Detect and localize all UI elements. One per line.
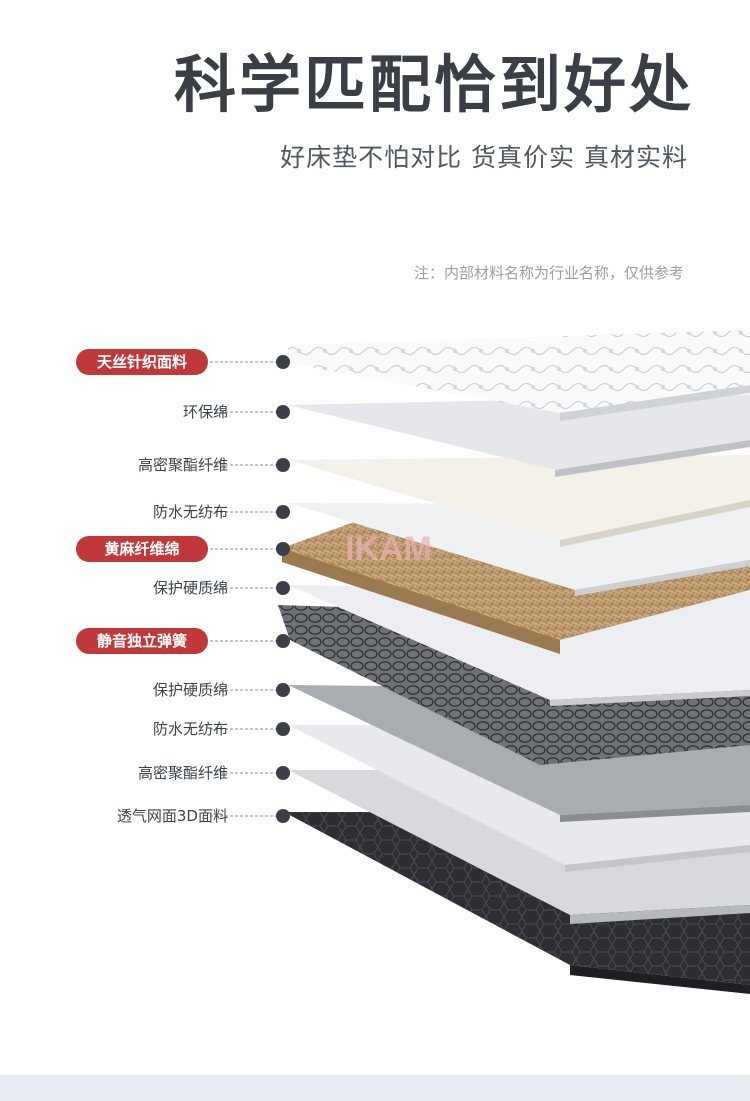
layer-eco-foam	[288, 395, 750, 477]
layer-label-pocket-springs: 静音独立弹簧	[76, 628, 208, 654]
leader-dot	[276, 766, 290, 780]
leader-dot	[276, 722, 290, 736]
leader-dot	[276, 505, 290, 519]
watermark-logo: IKAM	[345, 530, 432, 568]
leader-dot	[276, 355, 290, 369]
leader-dot	[276, 809, 290, 823]
leader-dot	[276, 634, 290, 648]
layer-tencel-knitted-fabric	[282, 330, 750, 421]
layer-label-eco-foam: 环保绵	[182, 403, 228, 421]
leader-dot	[276, 405, 290, 419]
layer-polyester-fiber-upper	[288, 455, 750, 547]
layer-label-waterproof-nonwoven: 防水无纺布	[152, 503, 228, 521]
page-title: 科学匹配恰到好处	[173, 48, 694, 121]
leader-dot	[276, 581, 290, 595]
layer-label-waterproof-nonwoven-lower: 防水无纺布	[152, 720, 228, 738]
layer-label-3d-mesh-fabric: 透气网面3D面料	[116, 807, 228, 825]
page-subtitle: 好床垫不怕对比 货真价实 真材实料	[280, 143, 688, 172]
leader-lines	[210, 361, 283, 817]
layer-label-polyester-fiber: 高密聚酯纤维	[137, 456, 228, 474]
layer-label-protective-foam: 保护硬质绵	[152, 579, 228, 597]
layer-label-tencel-knit-fabric: 天丝针织面料	[76, 349, 208, 375]
leader-dot	[276, 542, 290, 556]
leader-dot	[276, 458, 290, 472]
disclaimer-note: 注：内部材料名称为行业名称，仅供参考	[413, 264, 684, 282]
layer-label-protective-foam-lower: 保护硬质绵	[152, 681, 228, 699]
footer-band	[0, 1075, 750, 1101]
layer-label-polyester-fiber-lower: 高密聚酯纤维	[137, 764, 228, 782]
leader-dot	[276, 683, 290, 697]
leader-dots	[276, 355, 290, 823]
layer-label-jute-fiber: 黄麻纤维绵	[76, 536, 208, 562]
